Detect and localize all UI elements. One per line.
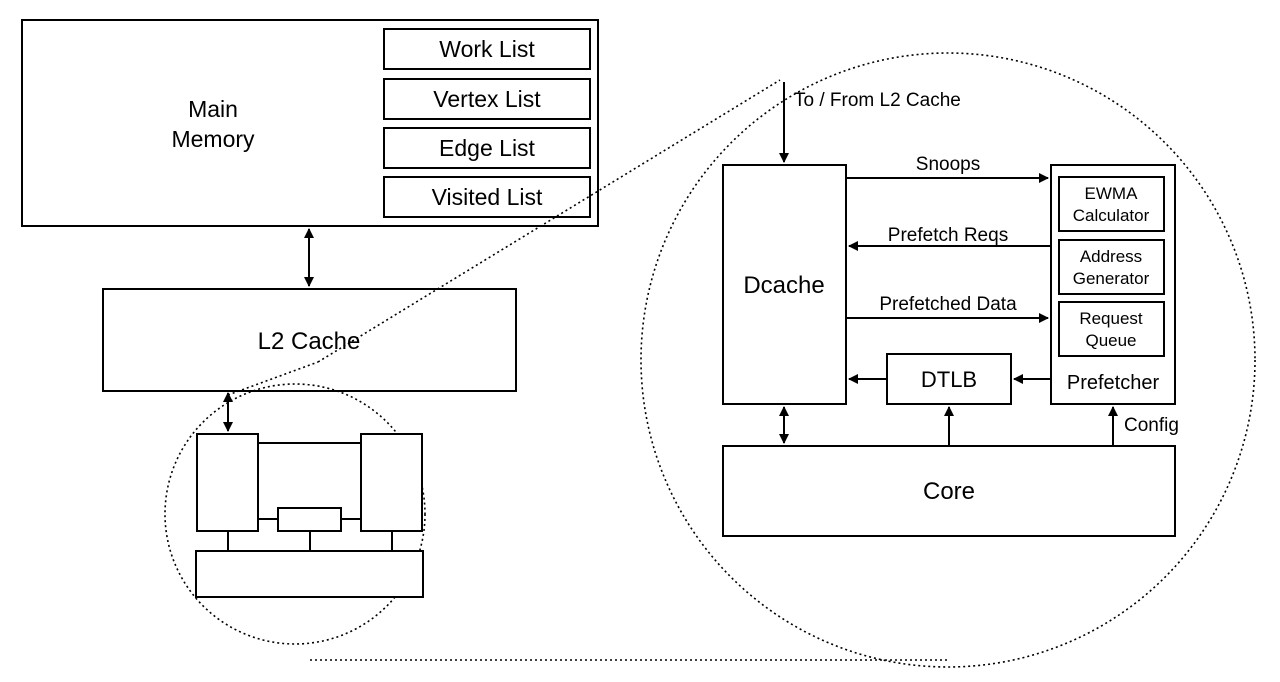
dtlb-label: DTLB (921, 367, 977, 392)
address-generator-label-1: Address (1080, 247, 1142, 266)
main-memory-label-1: Main (188, 96, 238, 122)
request-queue-box (1058, 301, 1165, 357)
vertex-list-box (383, 78, 591, 120)
prefetcher-label: Prefetcher (1067, 372, 1160, 394)
l2-cache-box (102, 288, 517, 392)
to-from-l2-label: To / From L2 Cache (794, 90, 961, 111)
core-overview-circle (164, 383, 426, 645)
address-generator-box (1058, 239, 1165, 295)
detail-zoom-circle (640, 52, 1256, 668)
core-overview-bottom-block (195, 550, 424, 598)
zoom-connector-left (227, 361, 319, 396)
prefetch-reqs-label: Prefetch Reqs (888, 225, 1008, 246)
zoom-connector-top (317, 79, 781, 363)
ewma-calculator-box (1058, 176, 1165, 232)
work-list-box (383, 28, 591, 70)
vertex-list-label: Vertex List (433, 86, 541, 112)
core-overview-middle-block (277, 507, 342, 532)
core-box (722, 445, 1176, 537)
request-queue-label-2: Queue (1085, 331, 1136, 350)
core-label: Core (923, 478, 975, 505)
work-list-label: Work List (439, 36, 535, 62)
snoops-label: Snoops (916, 154, 980, 175)
l2-cache-label: L2 Cache (258, 328, 361, 355)
visited-list-box (383, 176, 591, 218)
config-label: Config (1124, 415, 1179, 436)
core-overview-right-block (360, 433, 423, 532)
dcache-label: Dcache (743, 272, 824, 299)
request-queue-label-1: Request (1079, 309, 1143, 328)
dcache-box (722, 164, 847, 405)
visited-list-label: Visited List (432, 184, 543, 210)
address-generator-label-2: Generator (1073, 269, 1150, 288)
edge-list-box (383, 127, 591, 169)
prefetched-data-label: Prefetched Data (879, 294, 1017, 315)
edge-list-label: Edge List (439, 135, 536, 161)
core-overview-left-block (196, 433, 259, 532)
main-memory-label-2: Memory (171, 126, 255, 152)
ewma-calculator-label-1: EWMA (1085, 184, 1139, 203)
ewma-calculator-label-2: Calculator (1073, 206, 1150, 225)
dtlb-box (886, 353, 1012, 405)
